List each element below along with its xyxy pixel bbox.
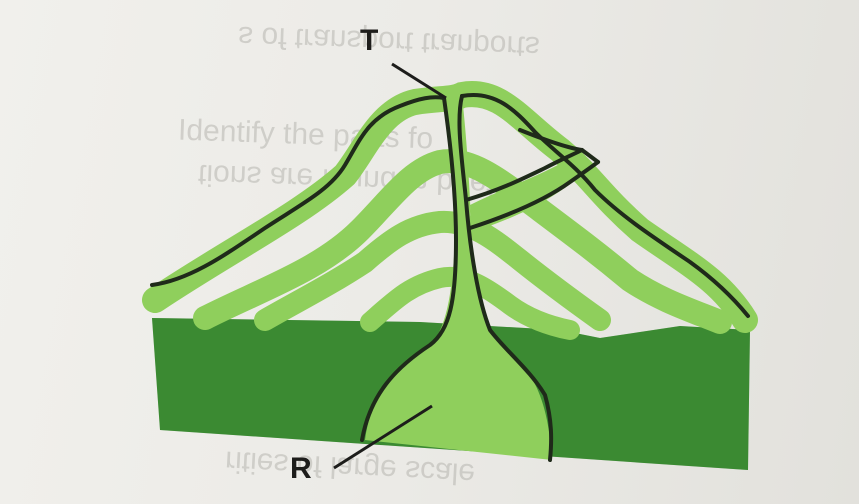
branch-outline-upper	[464, 148, 584, 202]
branch-tissue	[470, 152, 592, 232]
inner-tissue-band	[254, 210, 611, 331]
label-r-pointer	[333, 404, 433, 470]
stem-outline-left	[360, 96, 458, 442]
stem-outline-right	[457, 94, 554, 462]
label-t: T	[360, 24, 379, 57]
branch-outline-lower	[468, 160, 600, 230]
branch-outline-connect	[518, 128, 600, 164]
outline-strokes	[150, 92, 750, 462]
inner-tissue-band	[193, 149, 732, 334]
outline-left	[150, 95, 446, 287]
stem-tissue	[365, 96, 552, 460]
outline-right	[460, 92, 750, 318]
label-r: R	[290, 452, 312, 485]
label-t-pointer	[391, 62, 447, 100]
